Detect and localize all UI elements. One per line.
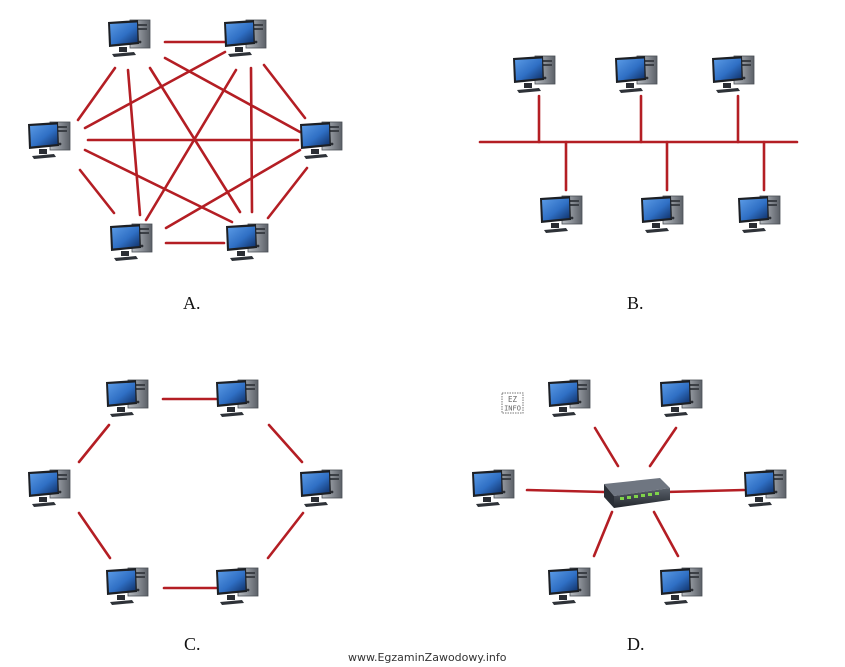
- svg-text:INFO: INFO: [504, 405, 521, 413]
- computer-icon: [105, 379, 149, 418]
- computer-icon: [614, 55, 658, 94]
- topology-b-bus: B.: [478, 55, 799, 313]
- topology-d-star: D.: [471, 379, 787, 654]
- egzamin-logo: EZ INFO: [501, 392, 524, 414]
- label-d: D.: [627, 634, 645, 654]
- computer-icon: [27, 121, 71, 160]
- computer-icon: [27, 469, 71, 508]
- computer-icon: [215, 567, 259, 606]
- computer-icon: [225, 223, 269, 262]
- svg-text:EZ: EZ: [508, 395, 518, 404]
- computer-icon: [547, 379, 591, 418]
- star-links: [525, 426, 746, 558]
- computer-icon: [659, 567, 703, 606]
- switch-icon: [604, 478, 670, 508]
- computer-icon: [743, 469, 787, 508]
- computer-icon: [711, 55, 755, 94]
- computer-icon: [215, 379, 259, 418]
- computer-icon: [539, 195, 583, 234]
- computer-icon: [223, 19, 267, 58]
- computer-icon: [299, 469, 343, 508]
- topology-a-full-mesh: A.: [27, 19, 343, 313]
- label-c: C.: [184, 634, 201, 654]
- computer-icon: [471, 469, 515, 508]
- ring-links: [77, 397, 305, 590]
- computer-icon: [299, 121, 343, 160]
- label-b: B.: [627, 293, 644, 313]
- computer-icon: [547, 567, 591, 606]
- topology-c-ring: C.: [27, 379, 343, 654]
- watermark-text: www.EgzaminZawodowy.info: [348, 651, 507, 664]
- computer-icon: [512, 55, 556, 94]
- computer-icon: [105, 567, 149, 606]
- computer-icon: [107, 19, 151, 58]
- computer-icon: [659, 379, 703, 418]
- computer-icon: [737, 195, 781, 234]
- mesh-links: [76, 40, 309, 245]
- computer-icon: [109, 223, 153, 262]
- computer-icon: [640, 195, 684, 234]
- label-a: A.: [183, 293, 201, 313]
